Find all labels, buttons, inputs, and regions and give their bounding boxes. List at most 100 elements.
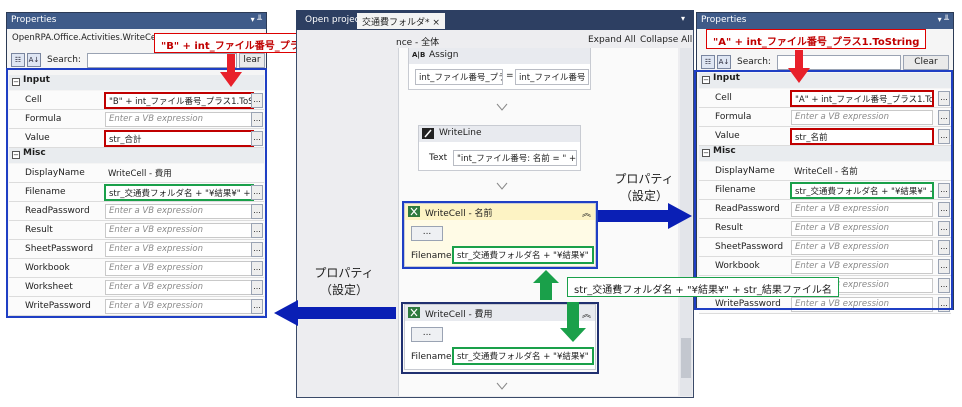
ellipsis-button[interactable]: ... — [251, 299, 263, 314]
collapse-icon[interactable]: − — [702, 149, 710, 157]
chevron-down-icon — [496, 182, 508, 190]
collapse-activity-icon[interactable]: ︽ — [581, 209, 591, 219]
property-value-workbook[interactable]: Enter a VB expression — [105, 261, 253, 276]
writecell-name-filename-field[interactable]: str_交通費フォルダ名 + "¥結果¥" + — [452, 246, 594, 264]
property-value-result[interactable]: Enter a VB expression — [105, 223, 253, 238]
sort-az-icon[interactable]: A↓ — [27, 53, 41, 67]
left-search-label: Search: — [47, 55, 81, 65]
property-name: Formula — [715, 112, 752, 122]
writeline-text-field[interactable]: "int_ファイル番号: 名前 = " + i — [453, 150, 577, 166]
right-category-input[interactable]: − Input — [699, 73, 951, 88]
property-name: Filename — [25, 187, 66, 197]
ellipsis-button[interactable]: ... — [251, 280, 263, 295]
property-value-filename[interactable]: str_交通費フォルダ名 + "¥結果¥" + — [104, 184, 254, 201]
property-value-filename[interactable]: str_交通費フォルダ名 + "¥結果¥" + — [790, 182, 934, 199]
ellipsis-button[interactable]: ... — [938, 259, 950, 274]
collapse-icon[interactable]: − — [702, 76, 710, 84]
dropdown-icon[interactable]: ▾ — [681, 14, 686, 23]
property-value-writepassword[interactable]: Enter a VB expression — [105, 299, 253, 314]
property-row-value: Value str_名前... — [699, 127, 951, 146]
pin-icon[interactable]: ▾ ╨ — [937, 15, 949, 24]
writeline-icon — [422, 128, 434, 139]
ellipsis-button[interactable]: ... — [251, 242, 263, 257]
ellipsis-button[interactable]: ... — [938, 110, 950, 125]
property-name: Result — [715, 223, 743, 233]
property-row-filename: Filename str_交通費フォルダ名 + "¥結果¥" +... — [9, 183, 264, 202]
property-value-sheetpassword[interactable]: Enter a VB expression — [105, 242, 253, 257]
breadcrumb[interactable]: nce - 全体 — [396, 38, 440, 48]
property-value-value[interactable]: str_名前 — [790, 128, 934, 145]
writecell-cost-activity[interactable]: WriteCell - 費用 ︽ ... Filename str_交通費フォル… — [404, 304, 596, 370]
right-search-input[interactable] — [777, 55, 901, 70]
ellipsis-button[interactable]: ... — [938, 183, 950, 198]
property-value-workbook[interactable]: Enter a VB expression — [791, 259, 933, 274]
assign-title: Assign — [429, 50, 459, 60]
property-name: Formula — [25, 114, 62, 124]
writecell-name-ellipsis-button[interactable]: ... — [411, 226, 443, 241]
property-name: ReadPassword — [715, 204, 780, 214]
right-properties-toolbar: ☷ A↓ Search: Clear — [699, 53, 951, 71]
collapse-activity-icon[interactable]: ︽ — [581, 310, 591, 320]
right-blue-highlight — [694, 70, 953, 310]
property-name: SheetPassword — [25, 244, 94, 254]
left-properties-toolbar: ☷ A↓ Search: lear — [9, 51, 265, 69]
left-category-misc[interactable]: −Misc — [9, 148, 264, 163]
left-search-input[interactable] — [87, 53, 237, 68]
ellipsis-button[interactable]: ... — [938, 240, 950, 255]
property-row-result: Result Enter a VB expression... — [699, 219, 951, 238]
writecell-cost-ellipsis-button[interactable]: ... — [411, 327, 443, 342]
ellipsis-button[interactable]: ... — [251, 185, 263, 200]
categorized-icon[interactable]: ☷ — [11, 53, 25, 67]
ellipsis-button[interactable]: ... — [251, 204, 263, 219]
close-icon[interactable]: × — [432, 18, 440, 28]
property-value-sheetpassword[interactable]: Enter a VB expression — [791, 240, 933, 255]
designer-scrollbar[interactable] — [680, 48, 692, 396]
property-value-result[interactable]: Enter a VB expression — [791, 221, 933, 236]
right-category-misc[interactable]: −Misc — [699, 146, 951, 161]
ellipsis-button[interactable]: ... — [938, 202, 950, 217]
ellipsis-button[interactable]: ... — [251, 112, 263, 127]
tab-open-project[interactable]: Open project — [305, 15, 364, 25]
collapse-all-link[interactable]: Collapse All — [640, 35, 693, 45]
left-clear-button[interactable]: lear — [239, 53, 265, 68]
ellipsis-button[interactable]: ... — [251, 261, 263, 276]
sort-az-icon[interactable]: A↓ — [717, 55, 731, 69]
ellipsis-button[interactable]: ... — [938, 129, 950, 144]
pin-icon[interactable]: ▾ ╨ — [250, 15, 262, 24]
expand-all-link[interactable]: Expand All — [588, 35, 636, 45]
assign-value-field[interactable]: int_ファイル番号 +1 — [515, 69, 589, 85]
ellipsis-button[interactable]: ... — [251, 223, 263, 238]
writecell-cost-filename-field[interactable]: str_交通費フォルダ名 + "¥結果¥" + — [452, 347, 594, 365]
left-category-input[interactable]: − Input — [9, 75, 264, 90]
right-clear-button[interactable]: Clear — [903, 55, 949, 70]
collapse-icon[interactable]: − — [12, 78, 20, 86]
assign-to-field[interactable]: int_ファイル番号_プラ — [415, 69, 503, 85]
property-value-formula[interactable]: Enter a VB expression — [791, 110, 933, 125]
property-value-cell[interactable]: "A" + int_ファイル番号_プラス1.ToSt — [790, 90, 934, 107]
property-name: Value — [715, 131, 740, 141]
ellipsis-button[interactable]: ... — [938, 91, 950, 106]
blue-arrow-left — [274, 300, 396, 326]
ellipsis-button[interactable]: ... — [938, 221, 950, 236]
writecell-name-activity[interactable]: WriteCell - 名前 ︽ ... Filename str_交通費フォル… — [404, 203, 596, 267]
ellipsis-button[interactable]: ... — [938, 278, 950, 293]
property-value-readpassword[interactable]: Enter a VB expression — [105, 204, 253, 219]
property-value-displayname[interactable]: WriteCell - 費用 — [108, 169, 172, 179]
property-value-worksheet[interactable]: Enter a VB expression — [105, 280, 253, 295]
ellipsis-button[interactable]: ... — [251, 93, 263, 108]
categorized-icon[interactable]: ☷ — [701, 55, 715, 69]
ellipsis-button[interactable]: ... — [251, 131, 263, 146]
writeline-activity[interactable]: WriteLine Text "int_ファイル番号: 名前 = " + i — [418, 125, 581, 171]
property-row-cell: Cell"A" + int_ファイル番号_プラス1.ToSt... — [699, 89, 951, 108]
tab-workflow[interactable]: 交通費フォルダ* × — [357, 13, 445, 29]
property-value-displayname[interactable]: WriteCell - 名前 — [794, 167, 858, 177]
assign-activity[interactable]: A|B Assign int_ファイル番号_プラ = int_ファイル番号 +1 — [408, 48, 591, 90]
collapse-icon[interactable]: − — [12, 151, 20, 159]
left-properties-panel: Properties ▾ ╨ OpenRPA.Office.Activities… — [6, 12, 267, 318]
property-value-readpassword[interactable]: Enter a VB expression — [791, 202, 933, 217]
